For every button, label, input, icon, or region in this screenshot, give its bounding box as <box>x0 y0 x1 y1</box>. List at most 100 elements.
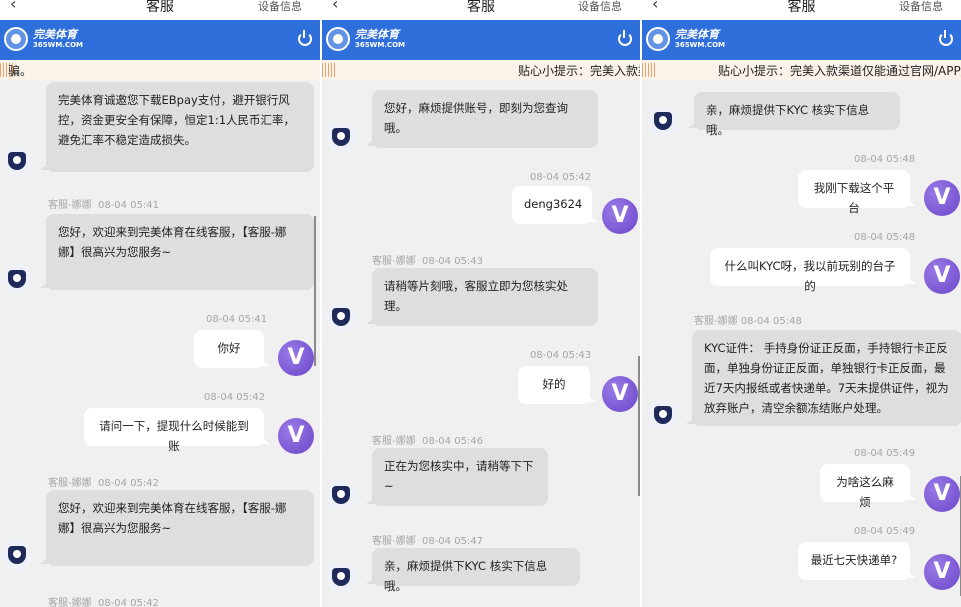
back-chevron-icon[interactable]: ‹ <box>652 0 659 13</box>
user-message: 为啥这么麻烦 <box>820 464 916 509</box>
user-message: deng3624 <box>512 186 598 224</box>
scrollbar[interactable] <box>314 216 316 366</box>
agent-avatar <box>2 540 32 570</box>
timestamp: 08-04 05:47 <box>421 536 484 547</box>
agent-message: 正在为您核实中，请稍等下下~ <box>366 448 548 506</box>
brand-domain: 365WM.COM <box>33 41 84 49</box>
team-shield-icon <box>332 308 350 326</box>
team-shield-icon <box>332 568 350 586</box>
timestamp: 08-04 05:48 <box>740 316 802 327</box>
notice-text: 贴心小提示：完美入款渠道仅能通过官网/APP/官方 <box>718 64 961 78</box>
brand-domain: 365WM.COM <box>675 41 726 49</box>
device-info-link[interactable]: 设备信息 <box>578 0 622 13</box>
chat-list[interactable]: 完美体育诚邀您下载EBpay支付，避开银行风控，资金更安全有保障，恒定1:1人民… <box>0 80 320 607</box>
page-title: 客服 <box>787 0 816 15</box>
timestamp: 08-04 05:48 <box>854 232 916 243</box>
timestamp: 08-04 05:43 <box>421 256 484 267</box>
notice-bar: 贴心小提示：完美入款渠 <box>322 60 640 80</box>
user-avatar: V <box>278 340 314 376</box>
message-meta: 客服-娜娜 08-04 05:43 <box>372 252 483 267</box>
soccer-ball-icon <box>326 27 350 51</box>
chat-list[interactable]: 亲，麻烦提供下KYC 核实下信息哦。 08-04 05:48 我刚下载这个平台 … <box>642 80 961 607</box>
agent-message: 您好，麻烦提供账号，即刻为您查询哦。 <box>366 90 598 148</box>
team-shield-icon <box>8 270 26 288</box>
power-icon[interactable] <box>298 30 312 46</box>
team-shield-icon <box>332 128 350 146</box>
timestamp: 08-04 05:42 <box>97 598 160 607</box>
agent-message: 亲，麻烦提供下KYC 核实下信息哦。 <box>366 548 580 593</box>
user-avatar: V <box>278 418 314 454</box>
brand-name: 完美体育 <box>675 28 719 41</box>
speaker-icon <box>0 63 14 77</box>
agent-message: 您好，欢迎来到完美体育在线客服，【客服-娜娜】很高兴为您服务~ <box>40 214 314 290</box>
team-shield-icon <box>8 546 26 564</box>
message-meta: 客服-娜娜 08-04 05:41 <box>48 196 159 211</box>
team-shield-icon <box>332 486 350 504</box>
user-avatar: V <box>924 180 960 216</box>
timestamp: 08-04 05:42 <box>530 172 592 183</box>
user-message: 什么叫KYC呀，我以前玩别的台子的 <box>710 248 916 293</box>
back-chevron-icon[interactable]: ‹ <box>10 0 17 13</box>
agent-avatar <box>326 480 356 510</box>
sender-name: 客服-娜娜 <box>48 200 92 211</box>
top-nav: ‹ 客服 设备信息 <box>642 0 961 20</box>
message-meta: 客服-娜娜 08-04 05:47 <box>372 532 483 547</box>
power-icon[interactable] <box>618 30 632 46</box>
user-message: 好的 <box>518 366 596 404</box>
timestamp: 08-04 05:48 <box>854 154 916 165</box>
message-meta: 客服-娜娜 08-04 05:48 <box>694 312 802 327</box>
agent-avatar <box>326 302 356 332</box>
notice-text: 骗。 <box>8 64 33 78</box>
sender-name: 客服-娜娜 <box>372 536 416 547</box>
device-info-link[interactable]: 设备信息 <box>899 0 943 13</box>
speaker-icon <box>322 63 336 77</box>
timestamp: 08-04 05:43 <box>530 350 592 361</box>
timestamp: 08-04 05:42 <box>97 478 160 489</box>
page-title: 客服 <box>146 0 174 15</box>
agent-avatar <box>326 122 356 152</box>
device-info-link[interactable]: 设备信息 <box>258 0 302 13</box>
message-meta: 客服-娜娜 08-04 05:46 <box>372 432 483 447</box>
timestamp: 08-04 05:42 <box>204 392 266 403</box>
user-avatar: V <box>924 476 960 512</box>
message-meta: 客服-娜娜 08-04 05:42 <box>48 474 159 489</box>
notice-bar: 贴心小提示：完美入款渠道仅能通过官网/APP/官方 <box>642 60 961 80</box>
user-avatar: V <box>602 198 638 234</box>
timestamp: 08-04 05:49 <box>854 448 916 459</box>
agent-avatar <box>2 146 32 176</box>
user-message: 请问一下，提现什么时候能到账 <box>84 408 270 453</box>
back-chevron-icon[interactable]: ‹ <box>332 0 339 13</box>
notice-text: 贴心小提示：完美入款渠 <box>518 64 640 78</box>
sender-name: 客服-娜娜 <box>694 316 738 327</box>
brand-name: 完美体育 <box>355 28 399 41</box>
page-title: 客服 <box>467 0 495 15</box>
power-icon[interactable] <box>939 30 953 46</box>
speaker-icon <box>642 63 656 77</box>
agent-message: 完美体育诚邀您下载EBpay支付，避开银行风控，资金更安全有保障，恒定1:1人民… <box>40 82 314 172</box>
user-avatar: V <box>924 258 960 294</box>
sender-name: 客服-娜娜 <box>48 478 92 489</box>
chat-list[interactable]: 您好，麻烦提供账号，即刻为您查询哦。 08-04 05:42 deng3624 … <box>322 80 640 607</box>
message-meta: 客服-娜娜 08-04 05:42 <box>48 594 159 607</box>
user-avatar: V <box>924 554 960 590</box>
agent-message: 亲，麻烦提供下KYC 核实下信息哦。 <box>688 92 900 137</box>
notice-bar: 骗。 <box>0 60 320 80</box>
user-message: 最近七天快递单? <box>798 542 916 580</box>
scrollbar[interactable] <box>638 356 640 496</box>
agent-message: 您好，欢迎来到完美体育在线客服，【客服-娜娜】很高兴为您服务~ <box>40 490 314 566</box>
user-message: 你好 <box>194 330 270 368</box>
user-avatar: V <box>602 376 638 412</box>
sender-name: 客服-娜娜 <box>372 256 416 267</box>
agent-avatar <box>2 264 32 294</box>
brand-name: 完美体育 <box>33 28 77 41</box>
team-shield-icon <box>8 152 26 170</box>
soccer-ball-icon <box>4 27 28 51</box>
